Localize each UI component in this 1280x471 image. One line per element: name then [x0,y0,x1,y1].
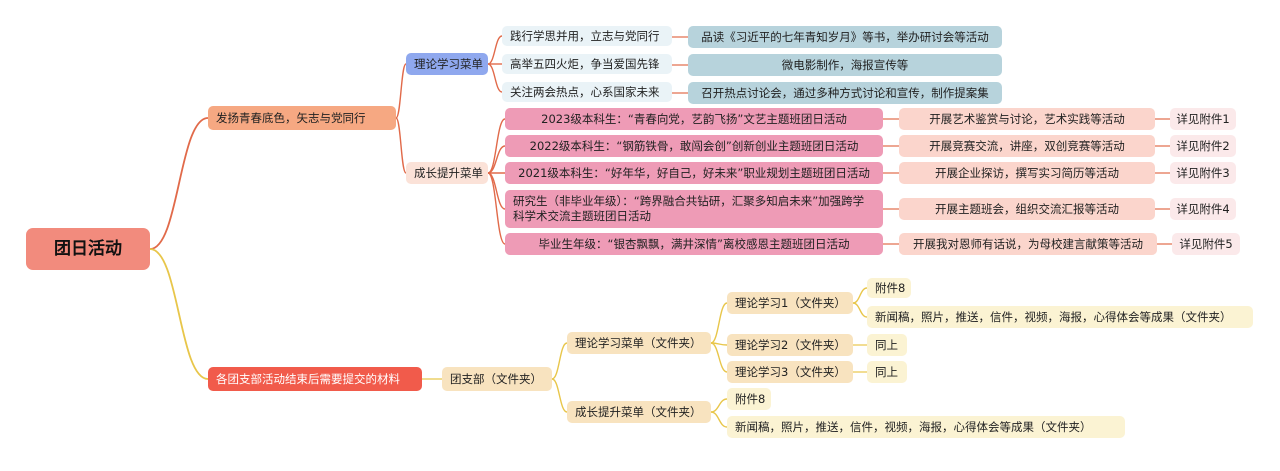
growth-activity-4[interactable]: 开展主题班会，组织交流汇报等活动 [899,198,1155,220]
theory-3-same-note[interactable]: 同上 [867,361,907,383]
connector-theory-s3 [710,342,728,373]
connector-growth-results [710,411,728,428]
growth-results-folder[interactable]: 新闻稿，照片，推送，信件，视频，海报，心得体会等成果（文件夹） [727,416,1125,438]
theory-1-results-folder[interactable]: 新闻稿，照片，推送，信件，视频，海报，心得体会等成果（文件夹） [867,306,1253,328]
attachment-3[interactable]: 详见附件3 [1170,162,1236,184]
connector-growth-topic [487,172,506,245]
theory-menu-folder[interactable]: 理论学习菜单（文件夹） [567,332,711,354]
connector-root-branch1 [149,117,209,250]
attachment-4[interactable]: 详见附件4 [1170,198,1236,220]
growth-topic-graduating[interactable]: 毕业生年级：“银杏飘飘，满井深情”离校感恩主题班团日活动 [505,233,883,255]
branch-materials-node[interactable]: 各团支部活动结束后需要提交的材料 [208,367,422,391]
theory-study-1-folder[interactable]: 理论学习1（文件夹） [727,292,853,314]
growth-activity-2[interactable]: 开展竞赛交流，讲座，双创竞赛等活动 [899,135,1155,157]
connector-growth-attachment [710,398,728,413]
connector-s1-attachment [852,287,868,304]
theory-activity-3[interactable]: 召开热点讨论会，通过多种方式讨论和宣传，制作提案集 [688,82,1002,104]
connector-branch1-theory [395,63,407,119]
connector-theory-topic [487,35,503,65]
connector-theory-topic [487,63,503,93]
growth-topic-2023[interactable]: 2023级本科生：“青春向党，艺韵飞扬”文艺主题班团日活动 [505,108,883,130]
theory-menu-node[interactable]: 理论学习菜单 [406,53,488,75]
growth-topic-graduate[interactable]: 研究生（非毕业年级）：“跨界融合共钻研，汇聚多知启未来”加强跨学科学术交流主题班… [505,190,883,228]
connector-growth-topic [487,118,506,174]
theory-topic-1[interactable]: 践行学思并用，立志与党同行 [502,26,672,46]
theory-topic-3[interactable]: 关注两会热点，心系国家未来 [502,82,672,102]
growth-attachment[interactable]: 附件8 [727,388,771,410]
theory-1-attachment[interactable]: 附件8 [867,278,911,298]
theory-2-same-note[interactable]: 同上 [867,334,907,356]
connector-growth-topic [487,145,506,174]
root-node[interactable]: 团日活动 [26,228,150,270]
growth-activity-5[interactable]: 开展我对恩师有话说，为母校建言献策等活动 [899,233,1157,255]
attachment-5[interactable]: 详见附件5 [1172,233,1240,255]
growth-menu-node[interactable]: 成长提升菜单 [406,162,488,184]
attachment-1[interactable]: 详见附件1 [1170,108,1236,130]
growth-activity-3[interactable]: 开展企业探访，撰写实习简历等活动 [899,162,1155,184]
league-branch-folder[interactable]: 团支部（文件夹） [442,367,552,391]
growth-topic-2022[interactable]: 2022级本科生：“钢筋铁骨，敢闯会创”创新创业主题班团日活动 [505,135,883,157]
growth-activity-1[interactable]: 开展艺术鉴赏与讨论，艺术实践等活动 [899,108,1155,130]
connector-root-branch2 [149,248,209,380]
connector-folder-growth [551,378,568,413]
theory-activity-1[interactable]: 品读《习近平的七年青知岁月》等书，举办研讨会等活动 [688,26,1002,48]
theory-topic-2[interactable]: 高举五四火炬，争当爱国先锋 [502,54,672,74]
attachment-2[interactable]: 详见附件2 [1170,135,1236,157]
growth-topic-2021[interactable]: 2021级本科生：“好年华，好自己，好未来”职业规划主题班团日活动 [505,162,883,184]
connector-folder-theory [551,342,568,380]
connector-s1-results [852,302,868,318]
connector-theory-s1 [710,302,728,344]
branch-youth-node[interactable]: 发扬青春底色，矢志与党同行 [208,106,396,130]
theory-study-3-folder[interactable]: 理论学习3（文件夹） [727,361,853,383]
connector-branch1-growth [395,117,407,174]
theory-study-2-folder[interactable]: 理论学习2（文件夹） [727,334,853,356]
growth-menu-folder[interactable]: 成长提升菜单（文件夹） [567,401,711,423]
theory-activity-2[interactable]: 微电影制作，海报宣传等 [688,54,1002,76]
